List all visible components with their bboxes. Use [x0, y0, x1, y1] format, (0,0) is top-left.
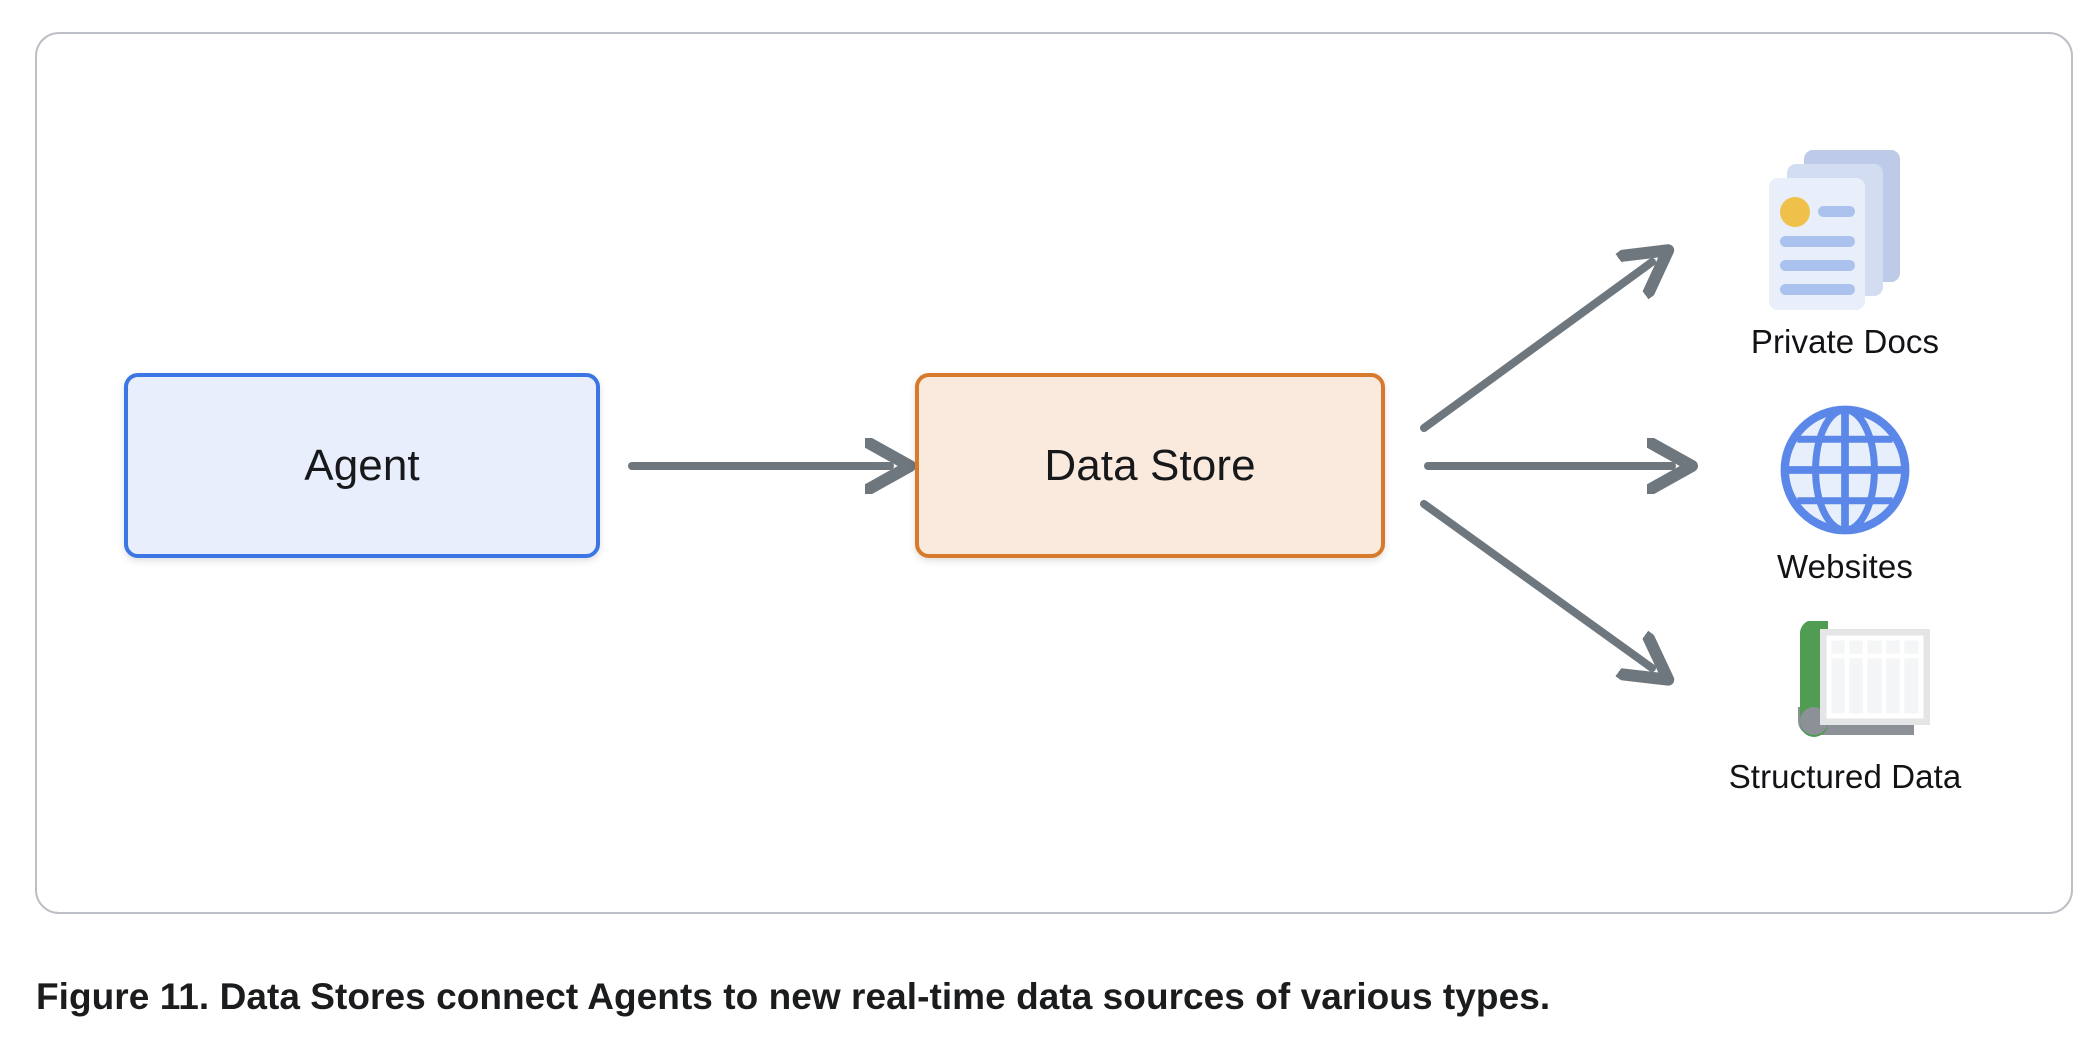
source-private-docs-label: Private Docs [1750, 323, 1940, 360]
source-structured-data[interactable]: Structured Data [1675, 615, 2015, 796]
documents-stack-icon [1769, 150, 1900, 310]
source-websites-label: Websites [1777, 548, 1913, 585]
node-agent-label: Agent [304, 440, 420, 490]
node-agent[interactable]: Agent [124, 373, 600, 558]
spreadsheet-icon [1798, 621, 1930, 737]
globe-icon [1780, 405, 1910, 535]
source-private-docs[interactable]: Private Docs [1675, 140, 2015, 361]
node-data-store-label: Data Store [1044, 440, 1256, 490]
source-websites[interactable]: Websites [1675, 400, 2015, 586]
node-data-store[interactable]: Data Store [915, 373, 1385, 558]
source-structured-data-label: Structured Data [1728, 758, 1962, 795]
figure-caption: Figure 11. Data Stores connect Agents to… [36, 976, 1551, 1017]
